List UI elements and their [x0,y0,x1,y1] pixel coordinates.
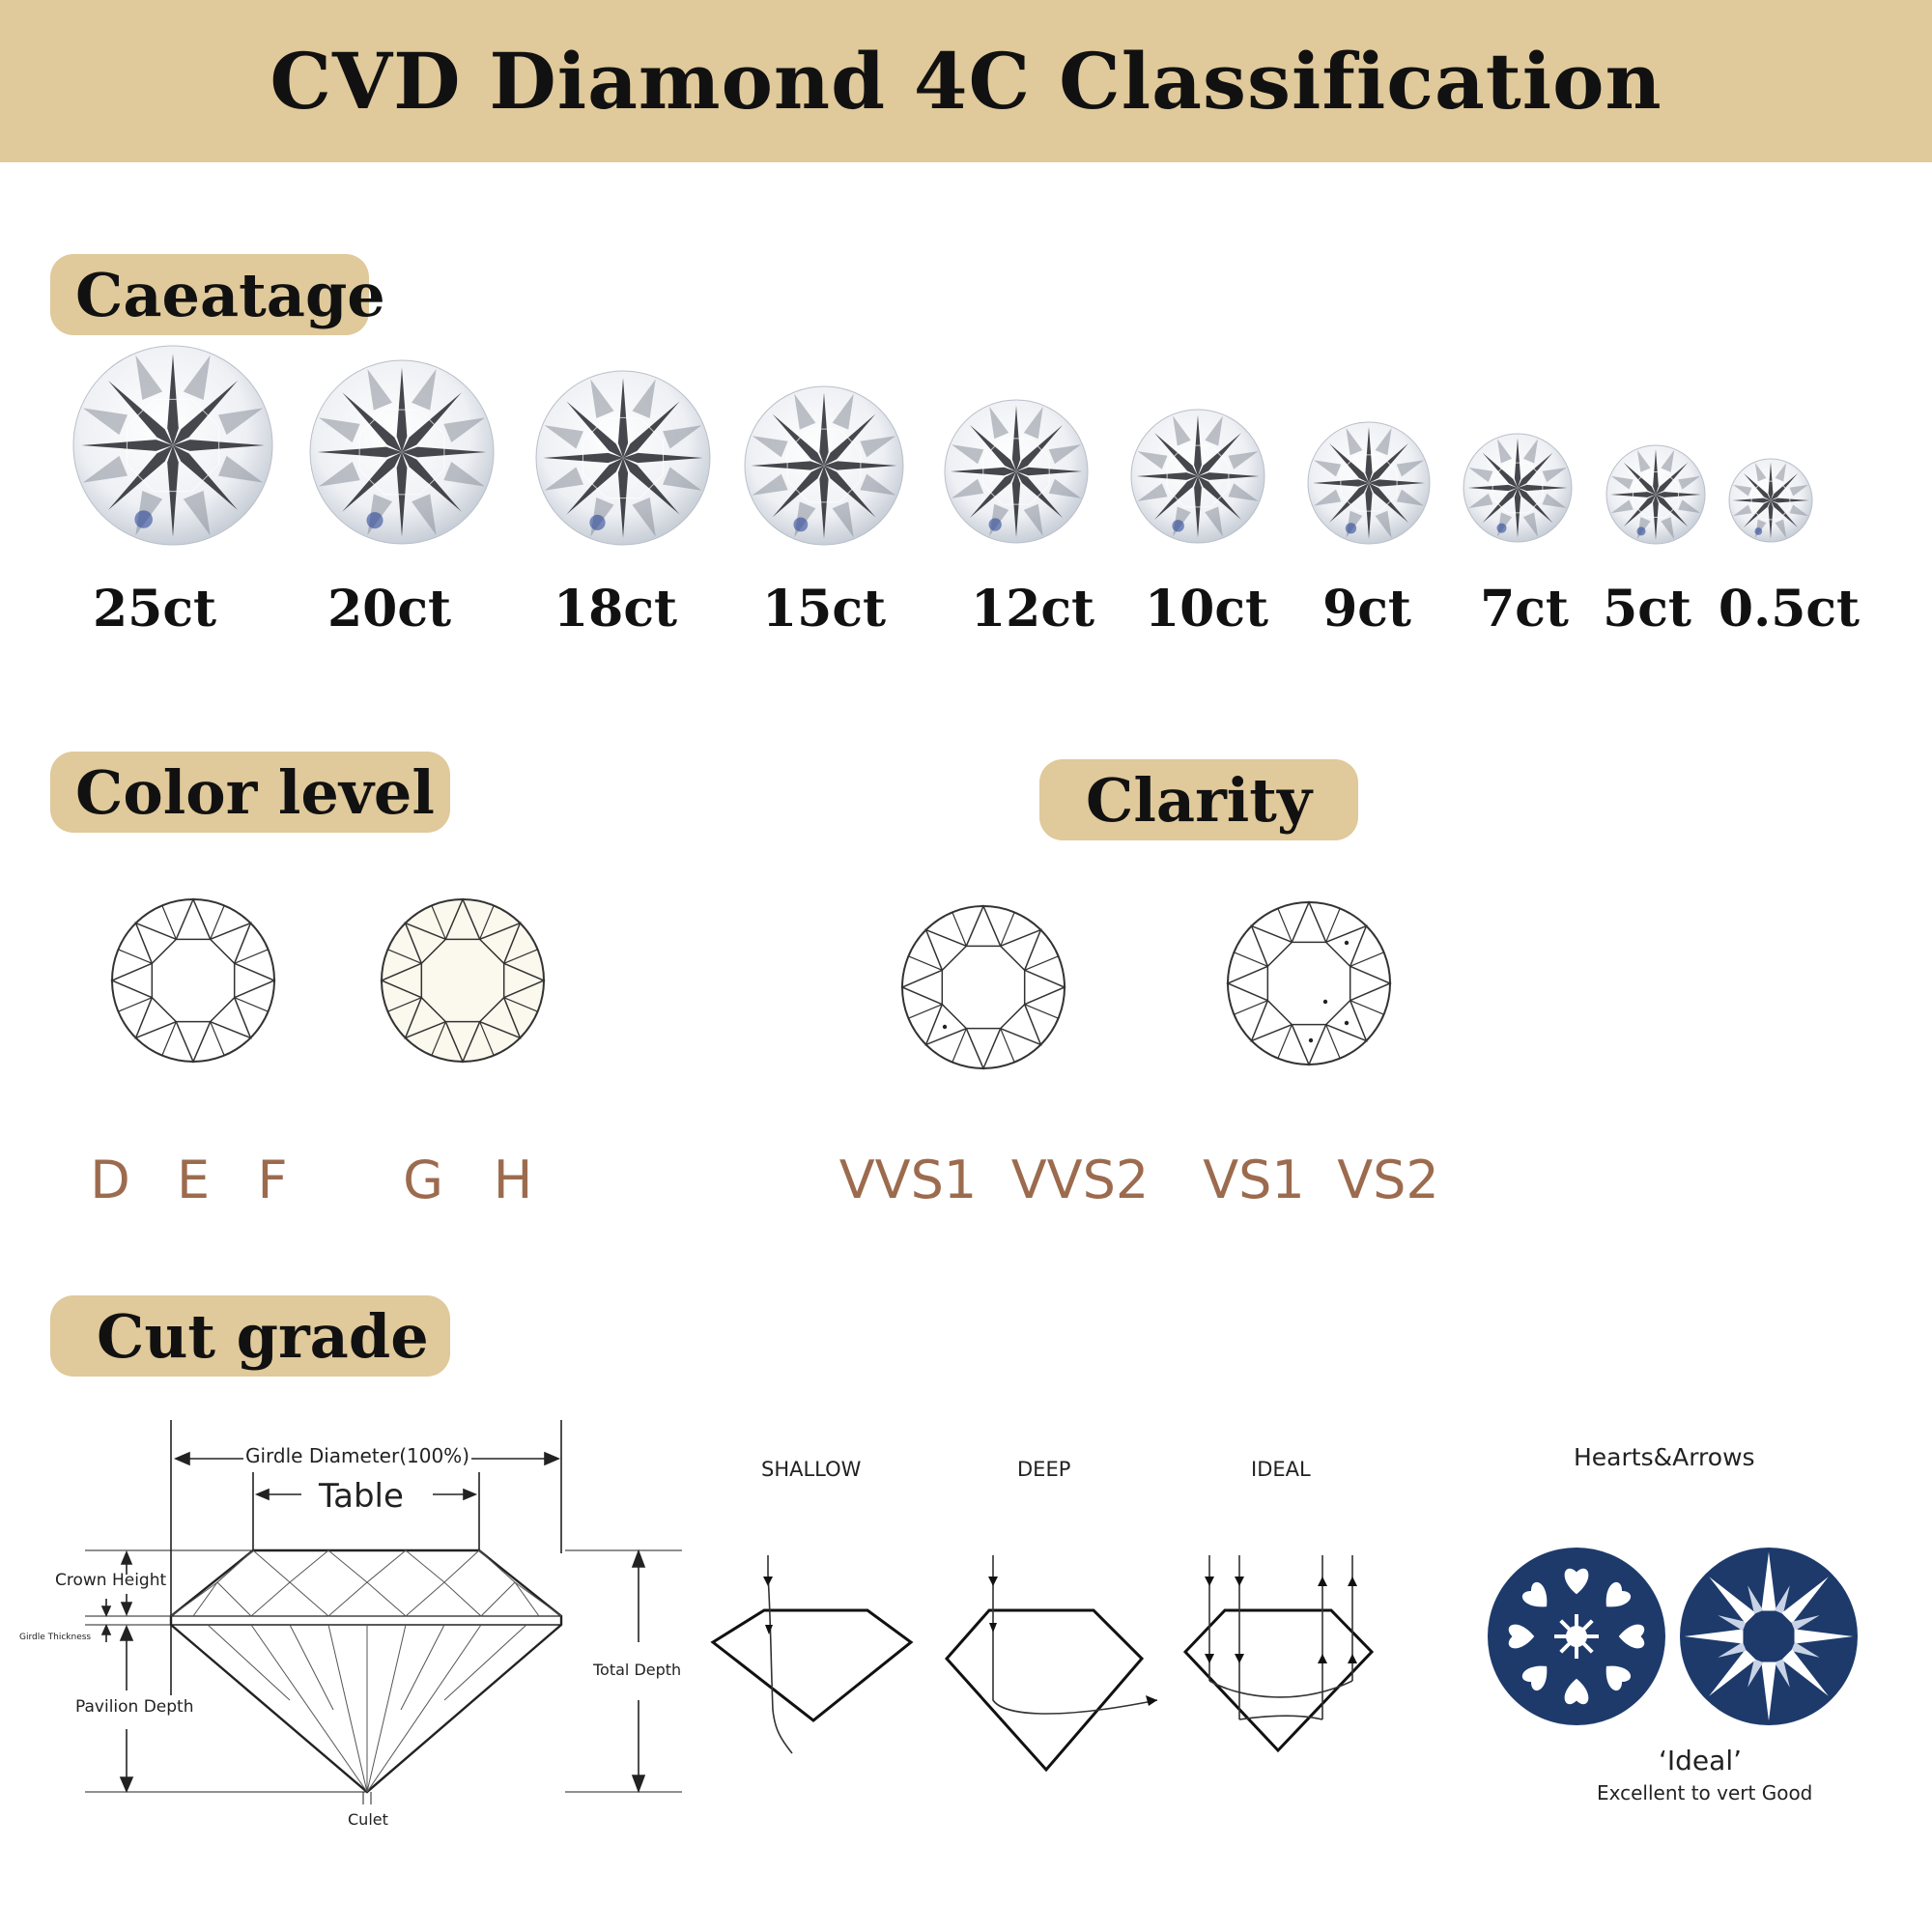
carat-label: 20ct [327,580,452,639]
outline-diamonds [110,897,1392,1070]
carat-label: 10ct [1144,580,1269,639]
total-depth-label: Total Depth [593,1661,682,1679]
section-carat-title: Caeatage [75,259,385,330]
color-grade-label: H [493,1150,533,1210]
color-grade-label: D [90,1150,130,1210]
carat-diamond [1307,421,1431,545]
section-cut-title: Cut grade [97,1300,429,1372]
table-label: Table [319,1477,404,1516]
hearts-arrows-title: Hearts&Arrows [1574,1443,1755,1471]
carat-diamond [1463,433,1573,543]
pavilion-depth-label: Pavilion Depth [75,1697,194,1717]
carat-diamond [1130,409,1265,544]
carat-label: 5ct [1603,580,1691,639]
carat-label: 12ct [970,580,1095,639]
crown-height-label: Crown Height [55,1571,167,1590]
carat-label: 9ct [1322,580,1411,639]
shallow-cut-shape [710,1608,914,1722]
carat-label: 0.5ct [1718,580,1861,639]
section-cut-pill: Cut grade [50,1295,450,1377]
girdle-thickness-label: Girdle Thickness [19,1633,92,1642]
ideal-cut-shape [1182,1608,1375,1753]
carat-diamond [744,385,904,546]
color-grade-label: E [176,1150,211,1210]
shallow-label: SHALLOW [761,1458,862,1481]
excellent-description: Excellent to vert Good [1597,1781,1813,1804]
section-clarity-pill: Clarity [1039,759,1358,840]
ideal-label: IDEAL [1251,1458,1311,1481]
outline-diamond [900,904,1066,1070]
carat-label: 25ct [92,580,217,639]
clarity-grade-label: VS1 [1203,1150,1305,1210]
light-path-diagrams [710,1555,1375,1773]
carat-label: 18ct [553,580,678,639]
carat-diamond [72,345,273,546]
carat-diamond [535,370,711,546]
culet-label: Culet [348,1810,388,1829]
clarity-grade-label: VS2 [1337,1150,1439,1210]
ideal-grade-label: ‘Ideal’ [1659,1745,1742,1776]
carat-label: 15ct [761,580,887,639]
clarity-grade-label: VVS1 [838,1150,978,1210]
page-title: CVD Diamond 4C Classification [270,36,1662,127]
color-grade-label: F [257,1150,288,1210]
carat-diamond [1728,458,1813,543]
carat-diamond [1605,444,1706,545]
cut-proportion-diagram [85,1420,682,1804]
outline-diamond [110,897,276,1064]
carat-diamond-row [72,345,1813,546]
section-carat-pill: Caeatage [50,254,385,335]
outline-diamond [1226,900,1392,1066]
carat-diamond [944,399,1089,544]
section-clarity-title: Clarity [1086,764,1312,836]
color-grade-label: G [403,1150,443,1210]
hearts-pattern [1488,1548,1665,1725]
hearts-arrows-patterns [1488,1548,1858,1725]
deep-cut-shape [944,1608,1145,1773]
title-banner: CVD Diamond 4C Classification [0,0,1932,162]
deep-label: DEEP [1017,1458,1071,1481]
arrows-pattern [1680,1548,1858,1725]
section-color-pill: Color level [50,752,450,833]
section-color-title: Color level [75,756,435,828]
outline-diamond [380,897,546,1064]
clarity-grade-label: VVS2 [1010,1150,1150,1210]
carat-diamond [309,359,495,545]
carat-label: 7ct [1480,580,1569,639]
girdle-diameter-label: Girdle Diameter(100%) [243,1444,471,1467]
